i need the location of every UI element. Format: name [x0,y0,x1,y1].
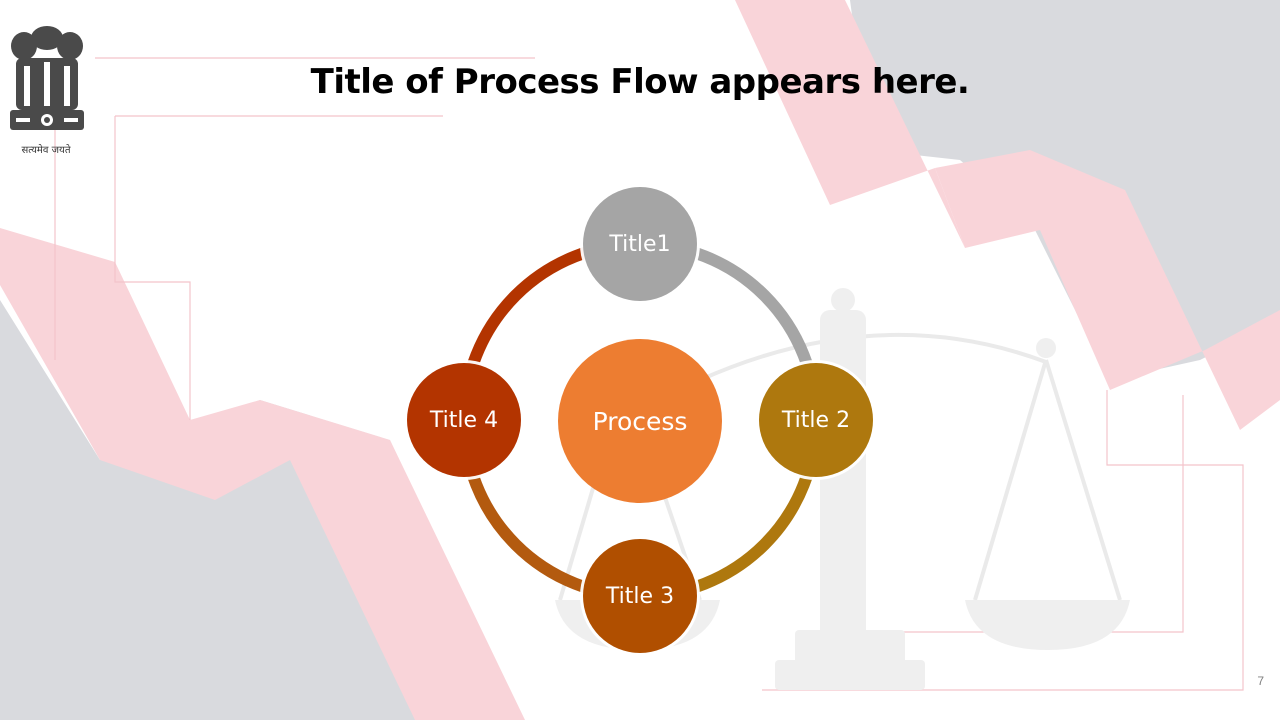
process-center-label: Process [592,406,688,436]
title4-node: Title 4 [407,363,521,477]
title3-label: Title 3 [605,583,675,609]
title1-node: Title1 [583,187,697,301]
page-number: 7 [1257,674,1264,688]
title4-label: Title 4 [429,407,499,433]
national-emblem-logo [10,26,84,130]
title2-label: Title 2 [781,407,851,433]
title2-node: Title 2 [759,363,873,477]
slide-title: Title of Process Flow appears here. [310,62,970,102]
title3-node: Title 3 [583,539,697,653]
emblem-motto: सत्यमेव जयते [21,145,71,156]
title1-label: Title1 [609,231,671,257]
process-center-node: Process [558,339,722,503]
